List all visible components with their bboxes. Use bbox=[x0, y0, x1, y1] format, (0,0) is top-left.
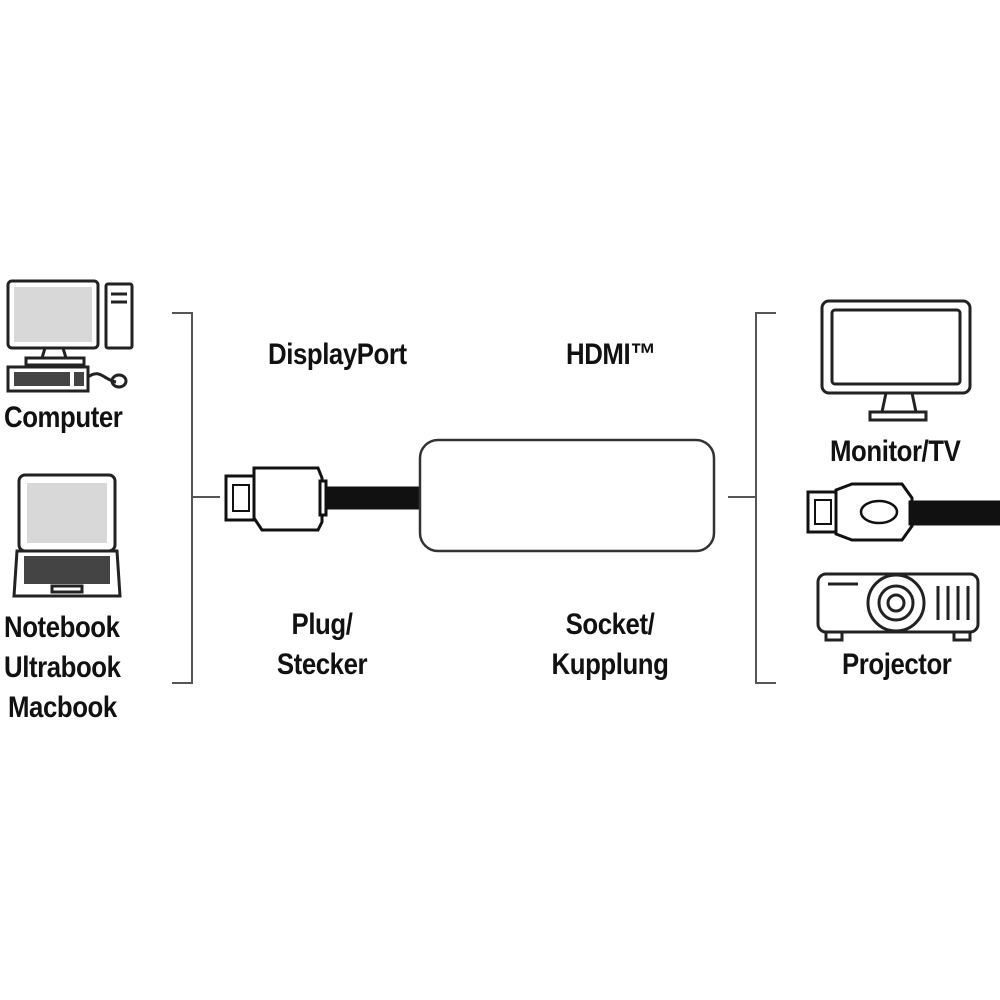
monitor-label: Monitor/TV bbox=[830, 435, 961, 468]
computer-icon bbox=[6, 279, 134, 393]
socket-label: Socket/ bbox=[565, 608, 655, 641]
displayport-plug-icon bbox=[224, 466, 424, 532]
kupplung-label: Kupplung bbox=[551, 648, 669, 681]
left-bracket bbox=[172, 312, 220, 684]
plug-label: Plug/ bbox=[291, 608, 353, 641]
stecker-label: Stecker bbox=[276, 648, 368, 681]
right-bracket bbox=[728, 312, 776, 684]
hdmi-label: HDMI™ bbox=[566, 338, 656, 371]
macbook-label: Macbook bbox=[8, 691, 117, 724]
computer-label: Computer bbox=[4, 401, 123, 434]
displayport-label: DisplayPort bbox=[268, 338, 407, 371]
ultrabook-label: Ultrabook bbox=[4, 651, 121, 684]
projector-icon bbox=[816, 572, 980, 642]
notebook-label: Notebook bbox=[4, 611, 120, 644]
hdmi-plug-icon bbox=[806, 482, 1000, 542]
monitor-icon bbox=[820, 299, 972, 422]
notebook-icon bbox=[12, 473, 122, 598]
projector-label: Projector bbox=[842, 648, 952, 681]
adapter-body-icon bbox=[418, 438, 716, 553]
